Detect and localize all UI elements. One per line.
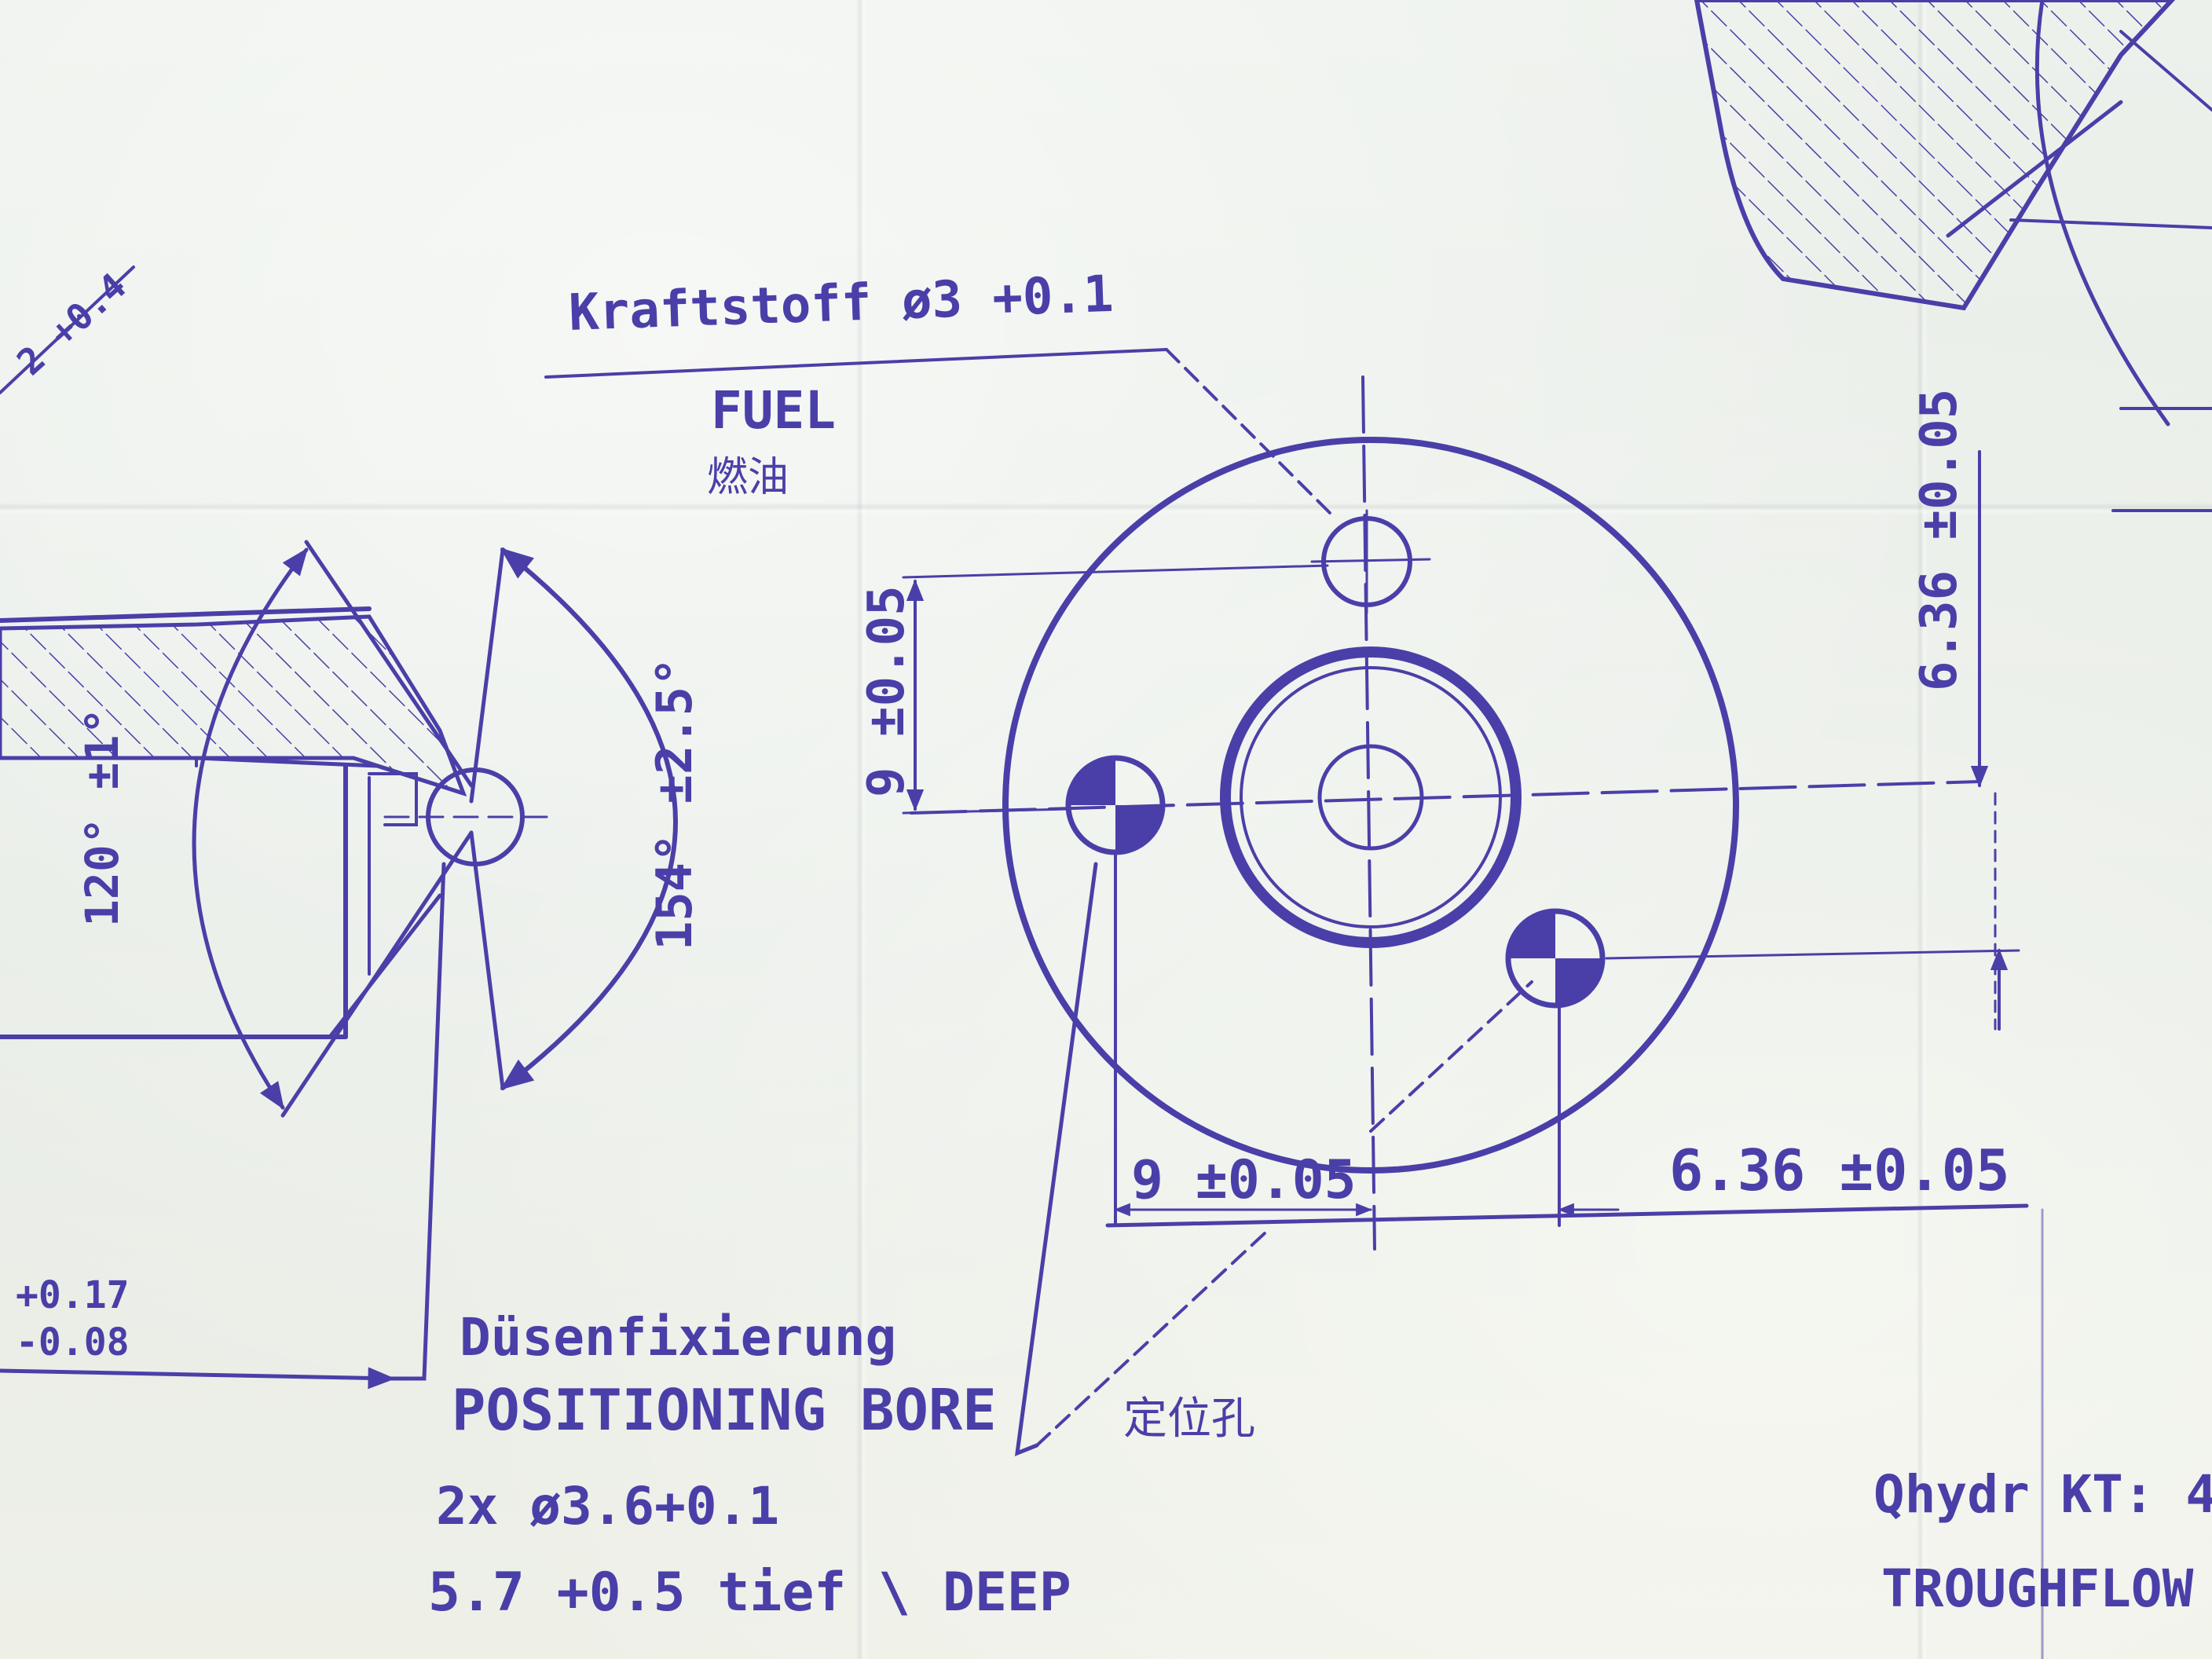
positioning-bore-right: [1505, 908, 1606, 1009]
dim-vertical-6-36: 6.36 ±0.05: [1910, 389, 1968, 691]
tolerance-upper: +0.17: [16, 1273, 130, 1317]
fuel-label-en: FUEL: [711, 380, 836, 441]
dimension-lines: [544, 348, 2029, 1456]
fuel-label-de: Kraftstoff ø3 +0.1: [568, 266, 1115, 342]
fuel-label-cn: 燃油: [707, 454, 789, 501]
bore-quantity: 2x ø3.6+0.1: [436, 1476, 779, 1536]
paper-fold-vertical: [1917, 0, 1928, 1659]
angle-120-label: 120° ±1°: [75, 708, 129, 927]
positioning-bore-left: [1065, 755, 1166, 855]
dim-horizontal-6-36: 6.36 ±0.05: [1669, 1137, 2009, 1203]
dim-horizontal-9: 9 ±0.05: [1131, 1149, 1357, 1211]
nozzle-front-view: [910, 375, 1981, 1251]
angle-154-label: 154° ±2.5°: [646, 657, 703, 950]
tolerance-lower: -0.08: [16, 1320, 130, 1364]
paper-fold-horizontal: [0, 503, 2212, 515]
paper-fold-vertical: [856, 0, 867, 1659]
top-left-dim: 2 +0.4: [9, 265, 134, 383]
bore-label-de: Düsenfixierung: [460, 1307, 896, 1368]
bore-label-cn: 定位孔: [1123, 1393, 1255, 1445]
dim-vertical-9: 9 ±0.05: [858, 585, 916, 797]
fuel-hole: [1310, 509, 1431, 614]
flow-label-en: TROUGHFLOW: [1881, 1558, 2194, 1619]
bore-depth: 5.7 +0.5 tief \ DEEP: [428, 1562, 1071, 1624]
flow-label-de: Qhydr KT: 4: [1873, 1464, 2212, 1525]
top-right-section-view: [1694, 0, 2212, 512]
drawing-labels: Kraftstoff ø3 +0.1 FUEL 燃油 2 +0.4 120° ±…: [9, 265, 2212, 1624]
left-nozzle-section: [0, 266, 678, 1390]
bore-label-en: POSITIONING BORE: [452, 1377, 997, 1443]
